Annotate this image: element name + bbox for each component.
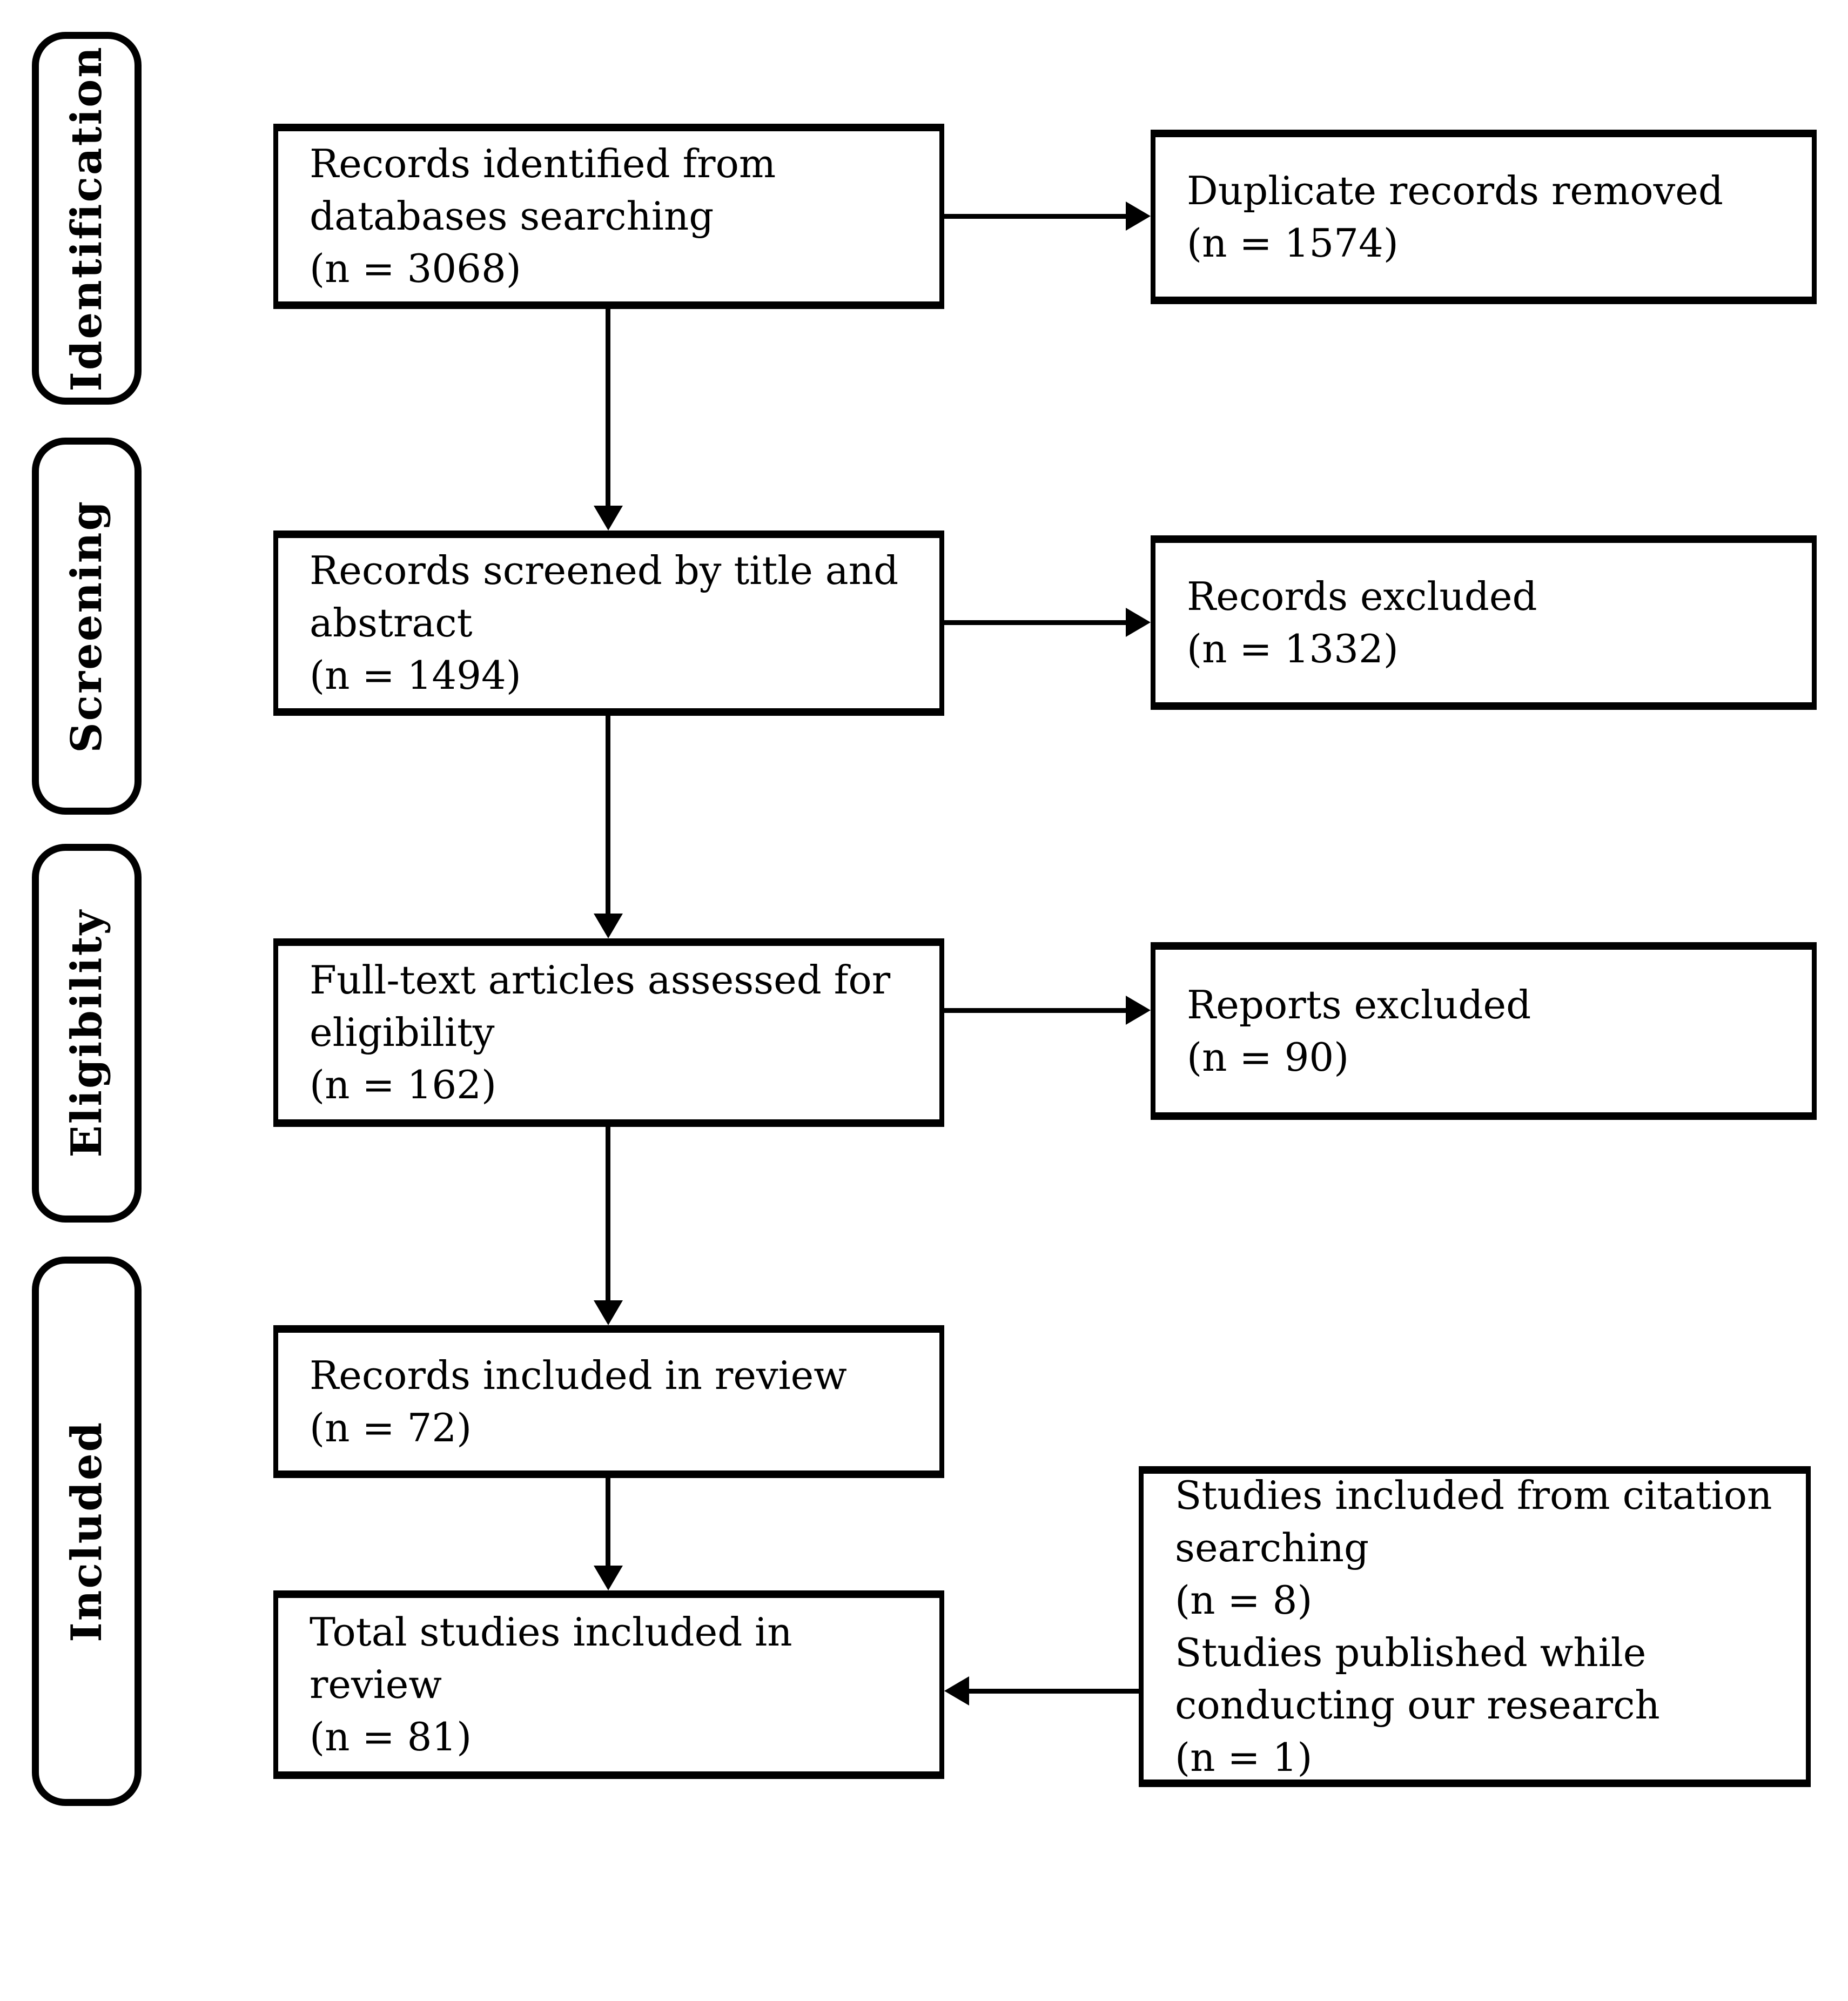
side-box-records-excluded-text: Records excluded (n = 1332): [1187, 573, 1537, 672]
stage-label-eligibility: Eligibility: [62, 909, 111, 1158]
flow-box-fulltext-assessed: Full-text articles assessed for eligibil…: [273, 938, 944, 1127]
stage-label-screening: Screening: [62, 499, 111, 753]
arrow-screened-to-fulltext-head-icon: [594, 914, 623, 938]
side-box-citation-and-new-studies-text: Studies included from citation searching…: [1175, 1473, 1772, 1780]
flow-box-records-included-text: Records included in review (n = 72): [310, 1352, 847, 1451]
arrow-identified-to-screened-line: [606, 309, 610, 506]
arrow-screened-to-fulltext-line: [606, 716, 610, 914]
flow-box-records-screened: Records screened by title and abstract (…: [273, 531, 944, 716]
flow-box-fulltext-assessed-text: Full-text articles assessed for eligibil…: [310, 957, 891, 1107]
stage-box-identification: Identification: [32, 32, 142, 405]
side-box-reports-excluded: Reports excluded (n = 90): [1151, 942, 1817, 1120]
arrow-identified-to-duplicates-head-icon: [1126, 202, 1151, 231]
stage-box-included: Included: [32, 1257, 142, 1806]
flow-box-records-identified: Records identified from databases search…: [273, 124, 944, 309]
side-box-reports-excluded-text: Reports excluded (n = 90): [1187, 982, 1531, 1080]
arrow-fulltext-to-reports-head-icon: [1126, 996, 1151, 1025]
arrow-included-to-total-line: [606, 1478, 610, 1566]
stage-label-included: Included: [62, 1420, 111, 1642]
arrow-screened-to-excluded-head-icon: [1126, 608, 1151, 637]
flow-box-total-included: Total studies included in review (n = 81…: [273, 1590, 944, 1779]
stage-box-screening: Screening: [32, 438, 142, 815]
side-box-records-excluded: Records excluded (n = 1332): [1151, 535, 1817, 710]
flow-box-records-identified-text: Records identified from databases search…: [310, 141, 776, 291]
flow-box-records-screened-text: Records screened by title and abstract (…: [310, 548, 899, 698]
arrow-screened-to-excluded-line: [944, 620, 1126, 625]
side-box-duplicates-removed-text: Duplicate records removed (n = 1574): [1187, 167, 1723, 266]
arrow-citation-to-total-line: [969, 1689, 1139, 1694]
arrow-included-to-total-head-icon: [594, 1566, 623, 1590]
arrow-fulltext-to-included-line: [606, 1127, 610, 1300]
flow-box-records-included: Records included in review (n = 72): [273, 1325, 944, 1478]
flow-box-total-included-text: Total studies included in review (n = 81…: [310, 1609, 792, 1760]
arrow-citation-to-total-head-icon: [944, 1676, 969, 1705]
stage-box-eligibility: Eligibility: [32, 844, 142, 1223]
arrow-identified-to-duplicates-line: [944, 214, 1126, 219]
arrow-fulltext-to-included-head-icon: [594, 1300, 623, 1325]
side-box-duplicates-removed: Duplicate records removed (n = 1574): [1151, 130, 1817, 304]
arrow-identified-to-screened-head-icon: [594, 506, 623, 531]
stage-label-identification: Identification: [62, 45, 111, 392]
arrow-fulltext-to-reports-line: [944, 1008, 1126, 1013]
side-box-citation-and-new-studies: Studies included from citation searching…: [1139, 1466, 1811, 1787]
